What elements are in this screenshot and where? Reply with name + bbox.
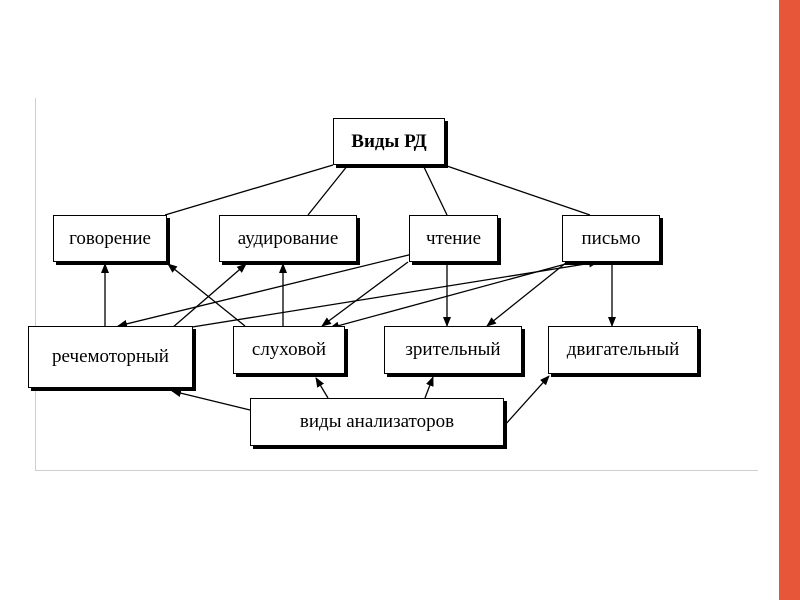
node-visual: зрительный — [384, 326, 522, 374]
edge-root-speaking — [164, 164, 334, 216]
edge-reading-auditory — [321, 261, 409, 327]
edge-speechmotor-listening — [171, 263, 247, 329]
node-speaking: говорение — [53, 215, 167, 262]
accent-bar — [779, 0, 800, 600]
edge-writing-auditory — [329, 261, 574, 330]
node-speech-motor: речемоторный — [28, 326, 193, 388]
edge-group-speechmotor — [171, 389, 251, 411]
node-reading: чтение — [409, 215, 498, 262]
node-analyzer-group: виды анализаторов — [250, 398, 504, 446]
edge-root-writing — [443, 164, 591, 216]
edge-group-auditory — [315, 377, 329, 399]
edge-root-listening — [307, 164, 349, 216]
edge-group-motor — [503, 375, 550, 427]
frame-left-rule — [35, 98, 36, 471]
edge-reading-speechmotor — [117, 250, 426, 328]
edge-writing-visual — [486, 261, 568, 327]
node-root: Виды РД — [333, 118, 445, 165]
edge-group-visual — [424, 376, 434, 399]
frame-bottom-rule — [35, 470, 758, 471]
edge-auditory-speaking — [167, 263, 246, 327]
edge-root-reading — [422, 164, 448, 216]
node-listening: аудирование — [219, 215, 357, 262]
node-motor: двигательный — [548, 326, 698, 374]
node-auditory: слуховой — [233, 326, 345, 374]
edge-speechmotor-writing — [185, 259, 599, 329]
node-writing: письмо — [562, 215, 660, 262]
